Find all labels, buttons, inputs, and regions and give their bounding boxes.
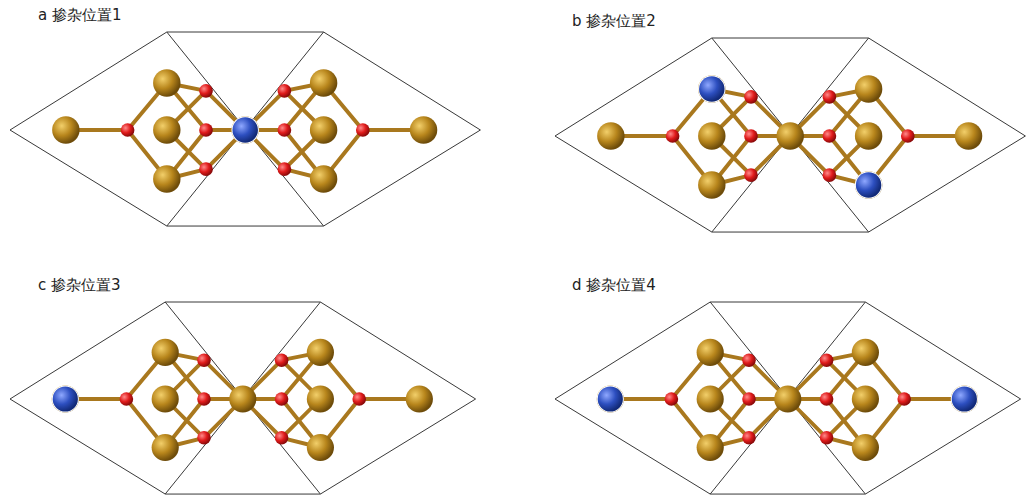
- panel-label: b 掺杂位置2: [572, 12, 656, 30]
- dopant-atom: [952, 386, 977, 411]
- panel-label: a 掺杂位置1: [38, 6, 122, 24]
- mask: [698, 75, 725, 102]
- panel-label: d 掺杂位置4: [572, 276, 656, 294]
- unit-cell: [555, 38, 1025, 232]
- mask: [231, 116, 258, 143]
- unit-cell: [555, 302, 1021, 494]
- mask: [597, 385, 624, 412]
- mask: [951, 385, 978, 412]
- unit-cell: [10, 32, 480, 226]
- dopant-atom: [699, 76, 724, 101]
- panel-a: [10, 32, 480, 226]
- dopant-atom: [232, 117, 257, 142]
- unit-cell: [10, 302, 476, 494]
- panel-c: [10, 302, 476, 494]
- mask: [52, 385, 79, 412]
- dopant-atom: [53, 386, 78, 411]
- dopant-atom: [598, 386, 623, 411]
- mask: [855, 171, 882, 198]
- panel-b: [555, 38, 1025, 232]
- panel-d: [555, 302, 1021, 494]
- panel-label: c 掺杂位置3: [38, 276, 121, 294]
- dopant-atom: [856, 172, 881, 197]
